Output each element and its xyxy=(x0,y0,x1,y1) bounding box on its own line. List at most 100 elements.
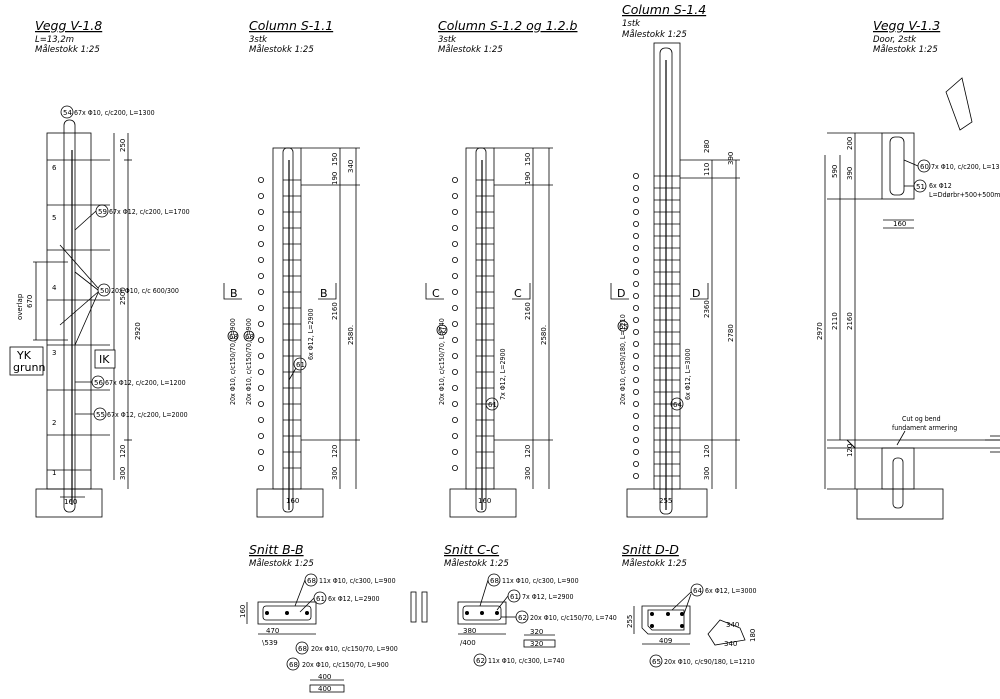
scale-s12: Målestokk 1:25 xyxy=(438,44,503,55)
wall-outline xyxy=(46,132,92,490)
dim-2110: 2110 xyxy=(831,312,839,330)
svg-text:62: 62 xyxy=(518,614,527,622)
marker-54 xyxy=(60,105,74,119)
bar-dot xyxy=(633,448,640,455)
bar-dot xyxy=(451,176,458,183)
bar-dot xyxy=(257,192,264,199)
bar-dot xyxy=(257,384,264,391)
section-mark-left: C xyxy=(432,287,440,300)
bar-dot xyxy=(633,472,640,479)
bar-dot xyxy=(633,316,640,323)
scale-snitt-bb: Målestokk 1:25 xyxy=(249,558,314,569)
svg-text:61: 61 xyxy=(510,593,519,601)
bar-dot xyxy=(633,340,640,347)
dim-160: 160 xyxy=(286,497,299,505)
bar-dot xyxy=(451,192,458,199)
dim-160: 160 xyxy=(478,497,491,505)
dim-150: 150 xyxy=(524,153,532,166)
length-v18: L=13,2m xyxy=(35,35,74,45)
dim-390: 390 xyxy=(846,167,854,180)
bar-dot xyxy=(633,220,640,227)
grunn-text: grunn xyxy=(13,361,45,374)
dim-2360: 2360 xyxy=(703,300,711,318)
column-s12: Column S-1.2 og 1.2.b 3stk Målestokk 1:2… xyxy=(425,18,578,518)
lvl-6: 6 xyxy=(52,164,57,172)
svg-text:55: 55 xyxy=(96,411,105,419)
section-mark-right: D xyxy=(692,287,700,300)
qty-s11: 3stk xyxy=(249,35,268,45)
callout-60: 7x Φ10, c/c200, L=1380 xyxy=(931,163,1000,171)
dim-2580: 2580. xyxy=(540,325,548,345)
bar-dot xyxy=(633,232,640,239)
bar-dot xyxy=(633,352,640,359)
dim-120: 120 xyxy=(703,445,711,458)
bar-dot xyxy=(451,352,458,359)
callout-55: 67x Φ12, c/c200, L=2000 xyxy=(107,411,188,419)
title-v18: Vegg V-1.8 xyxy=(35,18,102,33)
foundation xyxy=(256,488,324,518)
svg-text:65: 65 xyxy=(619,323,628,331)
bar-dot xyxy=(451,224,458,231)
bar-dot xyxy=(451,384,458,391)
bar-dot xyxy=(451,368,458,375)
callout-65: 20x Φ10, c/c90/180, L=1210 xyxy=(619,314,627,405)
dim-300: 300 xyxy=(703,467,711,480)
wall-v18: Vegg V-1.8 L=13,2m Målestokk 1:25 6 5 4 … xyxy=(9,18,190,518)
dim-340: 340 xyxy=(347,160,355,173)
bar-dot xyxy=(633,388,640,395)
dim-390: 390 xyxy=(727,152,735,165)
title-snitt-bb: Snitt B-B xyxy=(249,542,304,557)
dim-300: 300 xyxy=(331,467,339,480)
dim-2780: 2780 xyxy=(727,324,735,342)
bar-dot xyxy=(633,328,640,335)
dim-120: 120 xyxy=(846,444,854,457)
section-dd: Snitt D-D Målestokk 1:25 255 409 64 6x Φ… xyxy=(622,542,757,668)
bar-dot xyxy=(451,320,458,327)
bar-dot xyxy=(633,400,640,407)
svg-text:62: 62 xyxy=(476,657,485,665)
svg-text:61: 61 xyxy=(316,595,325,603)
foundation xyxy=(35,488,103,518)
bar-dot xyxy=(257,448,264,455)
section-mark-left: D xyxy=(617,287,625,300)
bar-dot xyxy=(451,416,458,423)
dim-120: 120 xyxy=(331,445,339,458)
section-mark-right: B xyxy=(320,287,328,300)
bar-dot xyxy=(633,172,640,179)
bar-dot xyxy=(257,416,264,423)
ik-text: IK xyxy=(99,353,110,366)
callout-62b: 11x Φ10, c/c300, L=740 xyxy=(488,657,565,665)
dim-150: 150 xyxy=(331,153,339,166)
title-s14: Column S-1.4 xyxy=(622,2,706,17)
note-fundament: fundament armering xyxy=(892,424,957,432)
dim-160: 160 xyxy=(893,220,906,228)
dim-2970: 2970 xyxy=(816,322,824,340)
qty-s12: 3stk xyxy=(438,35,457,45)
callout-56: 67x Φ12, c/c200, L=1200 xyxy=(105,379,186,387)
svg-text:65: 65 xyxy=(652,658,661,666)
callout-68: 11x Φ10, c/c300, L=900 xyxy=(319,577,396,585)
dim-2160: 2160 xyxy=(331,302,339,320)
bar-dot xyxy=(633,460,640,467)
callout-61: 6x Φ12, L=2900 xyxy=(307,308,315,360)
dim-2160: 2160 xyxy=(524,302,532,320)
scale-s11: Målestokk 1:25 xyxy=(249,44,314,55)
bar-dot xyxy=(633,304,640,311)
dim-539: \539 xyxy=(262,639,278,647)
bar-dot xyxy=(633,412,640,419)
bar-dot xyxy=(257,240,264,247)
dim-200: 200 xyxy=(846,137,854,150)
dim-255: 255 xyxy=(626,615,634,628)
svg-text:68: 68 xyxy=(245,333,254,341)
callout-61: 7x Φ12, L=2900 xyxy=(499,348,507,400)
bar-dot xyxy=(633,292,640,299)
lvl-2: 2 xyxy=(52,419,56,427)
scale-s14: Målestokk 1:25 xyxy=(622,29,687,40)
bar-dot xyxy=(451,256,458,263)
dim-255: 255 xyxy=(659,497,672,505)
bar-dot xyxy=(633,280,640,287)
callout-54: 67x Φ10, c/c200, L=1300 xyxy=(74,109,155,117)
dim-180: 180 xyxy=(749,629,757,642)
callout-59: 67x Φ12, c/c200, L=1700 xyxy=(109,208,190,216)
title-snitt-dd: Snitt D-D xyxy=(622,542,679,557)
